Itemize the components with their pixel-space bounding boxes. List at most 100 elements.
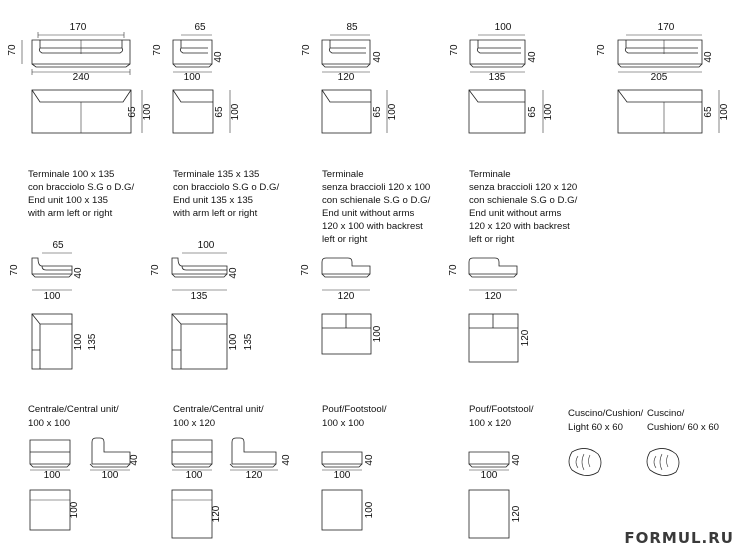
dim-depth: 100: [364, 501, 375, 518]
svg-text:Light 60 x 60: Light 60 x 60: [568, 422, 623, 433]
svg-text:Centrale/Central unit/: Centrale/Central unit/: [28, 404, 119, 415]
end-unit-135x135-front-view: [171, 257, 228, 278]
svg-text:senza braccioli 120 x 120: senza braccioli 120 x 120: [469, 182, 577, 193]
dim-width: 100: [44, 291, 61, 302]
central-unit-100x120-side-view: [229, 437, 277, 468]
dim-seat-depth: 65: [372, 106, 383, 118]
central-unit-100x120-top-view: [171, 489, 213, 539]
sofa-240-front-view: [31, 39, 131, 68]
caption-central-unit-100x100: Centrale/Central unit/ 100 x 100: [28, 404, 119, 429]
dim-height: 70: [449, 44, 460, 56]
dim-seat-depth: 100: [228, 333, 239, 350]
svg-text:100 x 120: 100 x 120: [173, 418, 215, 429]
watermark: FORMUL.RU: [624, 529, 734, 547]
svg-text:Terminale 100 x 135: Terminale 100 x 135: [28, 169, 114, 180]
central-unit-100x120-front-view: [171, 439, 213, 468]
dim-seat-height: 40: [364, 454, 375, 466]
svg-text:Terminale: Terminale: [322, 169, 364, 180]
armchair-100-front-view: [172, 39, 213, 68]
dim-seat-height: 40: [129, 454, 140, 466]
svg-text:120 x 100 with backrest: 120 x 100 with backrest: [322, 221, 423, 232]
armchair-100-top-view: [172, 89, 214, 134]
svg-text:con schienale S.G o D.G/: con schienale S.G o D.G/: [469, 195, 578, 206]
dim-height: 70: [7, 44, 18, 56]
dim-height: 70: [300, 264, 311, 276]
dim-width: 135: [489, 72, 506, 83]
sofa-240-top-view: [31, 89, 132, 134]
central-unit-100x100-side-view: [89, 437, 131, 468]
svg-text:End unit 135 x 135: End unit 135 x 135: [173, 195, 253, 206]
unit-120-front-view: [321, 39, 371, 68]
dim-top-width: 65: [194, 22, 206, 33]
caption-end-unit-135x135: Terminale 135 x 135 con bracciolo S.G o …: [172, 169, 279, 219]
dim-seat-depth: 100: [73, 333, 84, 350]
dim-top-width: 100: [198, 240, 215, 251]
dim-width: 120: [485, 291, 502, 302]
dim-height: 70: [448, 264, 459, 276]
dim-seat-depth: 65: [527, 106, 538, 118]
caption-end-unit-120x100: Terminale senza braccioli 120 x 100 con …: [322, 169, 431, 245]
svg-text:End unit without arms: End unit without arms: [322, 208, 414, 219]
dim-seat-depth: 65: [127, 106, 138, 118]
dim-seat-height: 40: [372, 51, 383, 63]
svg-text:Cushion/ 60 x 60: Cushion/ 60 x 60: [647, 422, 719, 433]
svg-text:End unit without arms: End unit without arms: [469, 208, 561, 219]
end-unit-100x135-front-view: [31, 257, 73, 278]
dim-depth: 100: [719, 103, 730, 120]
dim-seat-depth: 65: [214, 106, 225, 118]
dim-top-width: 65: [52, 240, 64, 251]
footstool-100x120-front-view: [468, 451, 510, 468]
end-unit-120x100-top-view: [321, 313, 372, 355]
svg-text:120 x 120 with backrest: 120 x 120 with backrest: [469, 221, 570, 232]
dim-seat-height: 40: [511, 454, 522, 466]
svg-text:Cuscino/: Cuscino/: [647, 408, 685, 419]
dim-width: 100: [481, 470, 498, 481]
dim-depth: 100: [543, 103, 554, 120]
dim-width: 240: [73, 72, 90, 83]
dim-depth: 120: [211, 505, 222, 522]
dim-top-width: 170: [658, 22, 675, 33]
caption-end-unit-120x120: Terminale senza braccioli 120 x 120 con …: [469, 169, 578, 245]
svg-text:Pouf/Footstool/: Pouf/Footstool/: [469, 404, 534, 415]
dim-seat-height: 40: [527, 51, 538, 63]
dim-seat-height: 40: [281, 454, 292, 466]
sofa-205-front-view: [617, 39, 703, 68]
svg-text:con bracciolo S.G o D.G/: con bracciolo S.G o D.G/: [28, 182, 134, 193]
dim-depth: 100: [387, 103, 398, 120]
dim-height: 70: [152, 44, 163, 56]
dim-depth: 100: [372, 325, 383, 342]
end-unit-120x120-top-view: [468, 313, 519, 363]
dim-width: 100: [44, 470, 61, 481]
unit-120-top-view: [321, 89, 372, 134]
svg-text:100 x 120: 100 x 120: [469, 418, 511, 429]
dim-top-width: 100: [495, 22, 512, 33]
caption-cushion: Cuscino/ Cushion/ 60 x 60: [647, 408, 719, 433]
dim-depth: 120: [520, 329, 531, 346]
dim-depth: 100: [230, 103, 241, 120]
svg-text:100 x 100: 100 x 100: [28, 418, 70, 429]
svg-text:left or right: left or right: [469, 234, 515, 245]
sofa-205-top-view: [617, 89, 703, 134]
dim-depth: 100: [102, 470, 119, 481]
caption-footstool-100x120: Pouf/Footstool/ 100 x 120: [469, 404, 534, 429]
dim-width: 120: [338, 291, 355, 302]
dim-seat-height: 40: [703, 51, 714, 63]
unit-135-front-view: [469, 39, 526, 68]
svg-text:Terminale 135 x 135: Terminale 135 x 135: [173, 169, 259, 180]
dim-width: 205: [651, 72, 668, 83]
dim-depth: 135: [243, 333, 254, 350]
svg-text:with arm left or right: with arm left or right: [27, 208, 113, 219]
cushion-light-illustration: [568, 448, 602, 476]
end-unit-120x100-front-view: [321, 257, 371, 278]
svg-text:Cuscino/Cushion/: Cuscino/Cushion/: [568, 408, 644, 419]
end-unit-120x120-front-view: [468, 257, 518, 278]
footstool-100x120-top-view: [468, 489, 510, 539]
central-unit-100x100-front-view: [29, 439, 71, 468]
caption-cushion-light: Cuscino/Cushion/ Light 60 x 60: [568, 408, 644, 433]
footstool-100x100-top-view: [321, 489, 363, 531]
svg-text:senza braccioli 120 x 100: senza braccioli 120 x 100: [322, 182, 430, 193]
dim-height: 70: [596, 44, 607, 56]
dim-width: 135: [191, 291, 208, 302]
svg-text:Centrale/Central unit/: Centrale/Central unit/: [173, 404, 264, 415]
